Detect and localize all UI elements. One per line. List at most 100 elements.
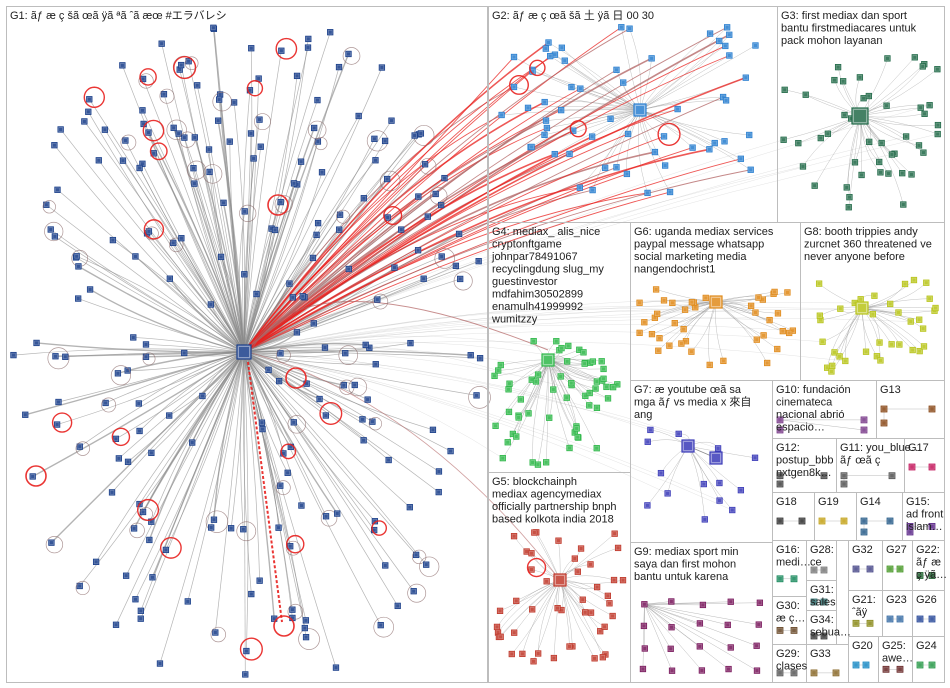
node [474, 393, 480, 399]
node [911, 277, 917, 283]
node [569, 84, 575, 90]
node [323, 413, 329, 419]
node [558, 374, 564, 380]
node [756, 295, 762, 301]
node [909, 172, 915, 178]
node [825, 131, 831, 137]
node [248, 131, 254, 137]
node [653, 287, 659, 293]
node [885, 56, 891, 62]
node [207, 169, 213, 175]
node [699, 668, 705, 674]
node [315, 220, 321, 226]
node [933, 305, 939, 311]
node [511, 533, 517, 539]
node [415, 247, 421, 253]
node [48, 227, 54, 233]
group-label-g30: G30:æ ç… [776, 600, 805, 625]
node [921, 344, 927, 350]
node [610, 384, 616, 390]
node [208, 302, 214, 308]
node [578, 546, 584, 552]
node [717, 498, 723, 504]
node [314, 232, 320, 238]
node [216, 97, 222, 103]
group-label-g32: G32 [852, 544, 873, 556]
node [867, 566, 873, 572]
node [550, 387, 556, 393]
node [605, 396, 611, 402]
node [558, 107, 564, 113]
group-label-g23: G23 [886, 594, 907, 606]
node [544, 125, 550, 131]
node [594, 379, 600, 385]
node [529, 550, 535, 556]
node [442, 175, 448, 181]
node [681, 326, 687, 332]
node [780, 328, 786, 334]
node [594, 405, 600, 411]
node [453, 263, 459, 269]
node [903, 134, 909, 140]
node [259, 420, 265, 426]
node [342, 350, 348, 356]
node [916, 317, 922, 323]
node [608, 116, 614, 122]
node [614, 67, 620, 73]
node [278, 199, 284, 205]
node [178, 62, 184, 68]
node [920, 64, 926, 70]
node [645, 439, 651, 445]
node [375, 297, 381, 303]
node [727, 53, 733, 59]
node [373, 157, 379, 163]
node [136, 401, 142, 407]
node [917, 616, 923, 622]
node [315, 97, 321, 103]
node [456, 231, 462, 237]
node [346, 51, 352, 57]
node [614, 165, 620, 171]
node [562, 58, 568, 64]
node [336, 64, 342, 70]
node [835, 64, 841, 70]
node [373, 361, 379, 367]
node [838, 306, 844, 312]
node [652, 149, 658, 155]
node [866, 93, 872, 99]
node [63, 354, 68, 360]
node [336, 227, 342, 233]
node [707, 362, 713, 368]
node [672, 320, 678, 326]
node [640, 666, 646, 672]
node [657, 335, 663, 341]
node [578, 86, 584, 92]
node [123, 138, 129, 144]
node [525, 105, 531, 111]
group-label-g31: G31:sales [810, 584, 836, 609]
node [505, 440, 511, 446]
node [764, 360, 770, 366]
node [341, 382, 347, 388]
node [599, 359, 605, 365]
hub-node-g8 [856, 302, 868, 314]
node [137, 165, 143, 171]
node [221, 200, 227, 206]
node [254, 291, 260, 297]
node [529, 144, 535, 150]
node [552, 151, 558, 157]
edges-g13 [884, 409, 932, 423]
node [567, 644, 573, 650]
node [852, 160, 858, 166]
node [257, 578, 263, 584]
node [49, 540, 55, 546]
node [819, 518, 825, 524]
node [74, 254, 80, 259]
node [103, 400, 109, 406]
node [897, 666, 903, 672]
node [897, 342, 903, 348]
node [125, 459, 130, 465]
node [58, 127, 64, 133]
node [861, 95, 867, 101]
